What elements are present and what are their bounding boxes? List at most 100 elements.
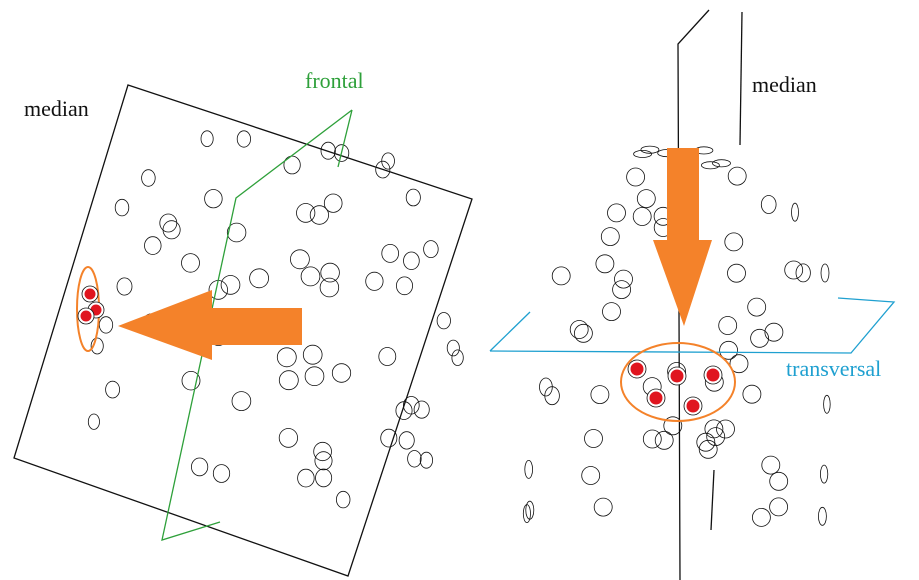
electrode	[250, 269, 269, 288]
electrode	[574, 324, 592, 342]
electrode	[728, 264, 746, 282]
electrode	[725, 233, 743, 251]
electrode	[824, 395, 831, 413]
electrode	[191, 458, 207, 476]
right-median-label: median	[752, 74, 817, 96]
electrode	[420, 452, 432, 468]
electrode	[785, 261, 803, 279]
electrode	[396, 277, 412, 295]
electrode	[594, 498, 612, 516]
electrode	[399, 432, 414, 449]
right-transversal-label: transversal	[786, 358, 881, 380]
left-arrow	[118, 290, 302, 360]
electrode	[382, 244, 399, 262]
electrode	[290, 250, 309, 269]
electrode	[603, 303, 621, 321]
electrode	[770, 472, 788, 490]
electrode	[301, 267, 320, 286]
electrode	[324, 194, 342, 212]
electrode	[770, 498, 788, 516]
electrode	[637, 190, 655, 208]
electrode	[201, 131, 213, 147]
electrode	[601, 228, 619, 246]
electrode	[115, 199, 129, 216]
electrode	[277, 348, 296, 367]
electrode	[163, 221, 180, 239]
electrode	[633, 208, 651, 226]
electrode	[366, 272, 383, 290]
electrode	[336, 491, 350, 508]
electrode	[320, 278, 339, 297]
electrode	[379, 348, 396, 366]
electrode	[279, 429, 297, 448]
electrode	[381, 429, 397, 447]
electrode	[452, 350, 463, 366]
left-head-figure	[14, 85, 472, 576]
electrode	[728, 167, 746, 185]
electrode	[751, 329, 769, 347]
electrode	[406, 189, 420, 206]
electrode	[752, 508, 770, 526]
electrode	[332, 364, 350, 383]
left-median-label: median	[24, 98, 89, 120]
electrode	[552, 267, 570, 285]
electrode	[106, 381, 120, 398]
electrode	[596, 255, 614, 273]
electrode	[117, 278, 132, 295]
electrode	[761, 196, 776, 214]
right-head-figure	[490, 10, 894, 580]
electrode	[713, 160, 731, 167]
electrode	[765, 323, 783, 341]
electrode	[525, 460, 533, 478]
electrode	[701, 162, 719, 169]
electrode	[585, 430, 603, 448]
electrode	[437, 313, 450, 329]
electrode	[570, 321, 588, 339]
electrode	[591, 386, 609, 404]
electrode	[213, 465, 229, 483]
electrode	[719, 317, 737, 335]
electrode	[404, 252, 420, 270]
electrode	[792, 203, 799, 221]
electrode	[297, 204, 315, 223]
electrode	[818, 507, 826, 525]
electrode	[99, 317, 112, 333]
electrode	[526, 501, 534, 519]
electrode	[582, 467, 600, 485]
electrode	[821, 264, 829, 282]
electrode	[221, 276, 240, 295]
electrode	[523, 505, 530, 523]
left-frontal-label: frontal	[305, 70, 364, 92]
electrode	[447, 340, 459, 356]
electrode	[237, 131, 250, 147]
electrode	[321, 263, 340, 282]
electrode	[205, 190, 223, 208]
electrode	[279, 371, 298, 390]
electrode	[284, 156, 300, 174]
electrode	[820, 465, 827, 483]
electrode	[160, 214, 177, 232]
electrode	[717, 420, 735, 438]
electrode	[613, 281, 631, 299]
electrode	[424, 241, 439, 258]
electrode	[88, 414, 99, 429]
electrode	[743, 385, 761, 403]
electrode	[298, 469, 315, 487]
electrode	[748, 298, 766, 316]
electrode	[699, 440, 717, 458]
electrode	[182, 254, 200, 273]
electrode	[608, 204, 626, 222]
electrode	[142, 170, 156, 187]
electrode	[762, 456, 780, 474]
right-arrow	[653, 148, 712, 326]
electrode	[303, 345, 322, 364]
electrode	[408, 451, 422, 468]
left-active-electrodes	[78, 286, 104, 324]
electrode	[232, 392, 251, 411]
right-active-electrodes	[628, 360, 722, 415]
electrode	[145, 237, 162, 255]
electrode	[627, 168, 645, 186]
electrode	[316, 469, 332, 487]
electrode	[643, 430, 661, 448]
electrode	[796, 264, 810, 282]
